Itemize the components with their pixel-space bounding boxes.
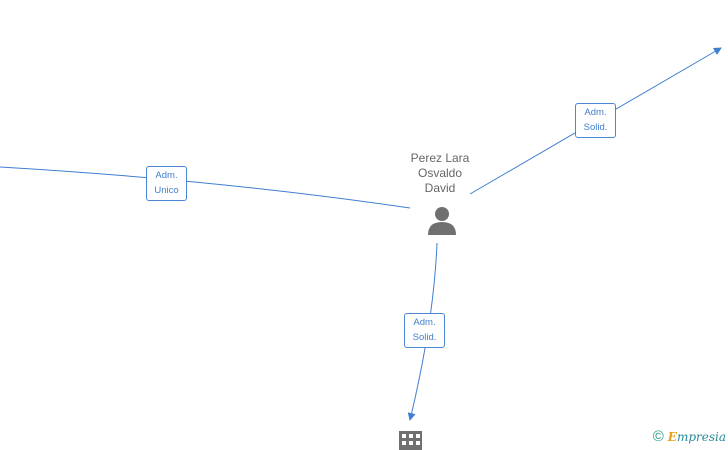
edge-left-line: [0, 166, 411, 209]
edge-label-top-right[interactable]: Adm. Solid.: [575, 103, 616, 138]
brand-name: Empresia: [668, 430, 726, 444]
center-node-name-line-1: Perez Lara: [410, 151, 470, 165]
edge-label-left[interactable]: Adm. Unico: [146, 166, 187, 201]
brand-first-letter: E: [667, 429, 677, 444]
center-node-name-line-3: David: [424, 181, 456, 195]
center-node-name[interactable]: Perez Lara Osvaldo David: [400, 151, 480, 196]
edge-label-left-line-1: Adm.: [155, 170, 178, 181]
brand-rest: mpresia: [676, 429, 726, 444]
edge-label-top-right-line-1: Adm.: [584, 107, 607, 118]
building-icon[interactable]: [399, 431, 422, 450]
brand-watermark: © Empresia: [653, 428, 726, 445]
copyright-icon: ©: [652, 428, 664, 445]
edge-label-bottom-line-2: Solid.: [412, 332, 437, 343]
edge-label-bottom[interactable]: Adm. Solid.: [404, 313, 445, 348]
person-icon[interactable]: [428, 207, 456, 235]
center-node-name-line-2: Osvaldo: [417, 166, 463, 180]
edge-label-top-right-line-2: Solid.: [583, 122, 608, 133]
edge-label-left-line-2: Unico: [154, 185, 179, 196]
edge-label-bottom-line-1: Adm.: [413, 317, 436, 328]
